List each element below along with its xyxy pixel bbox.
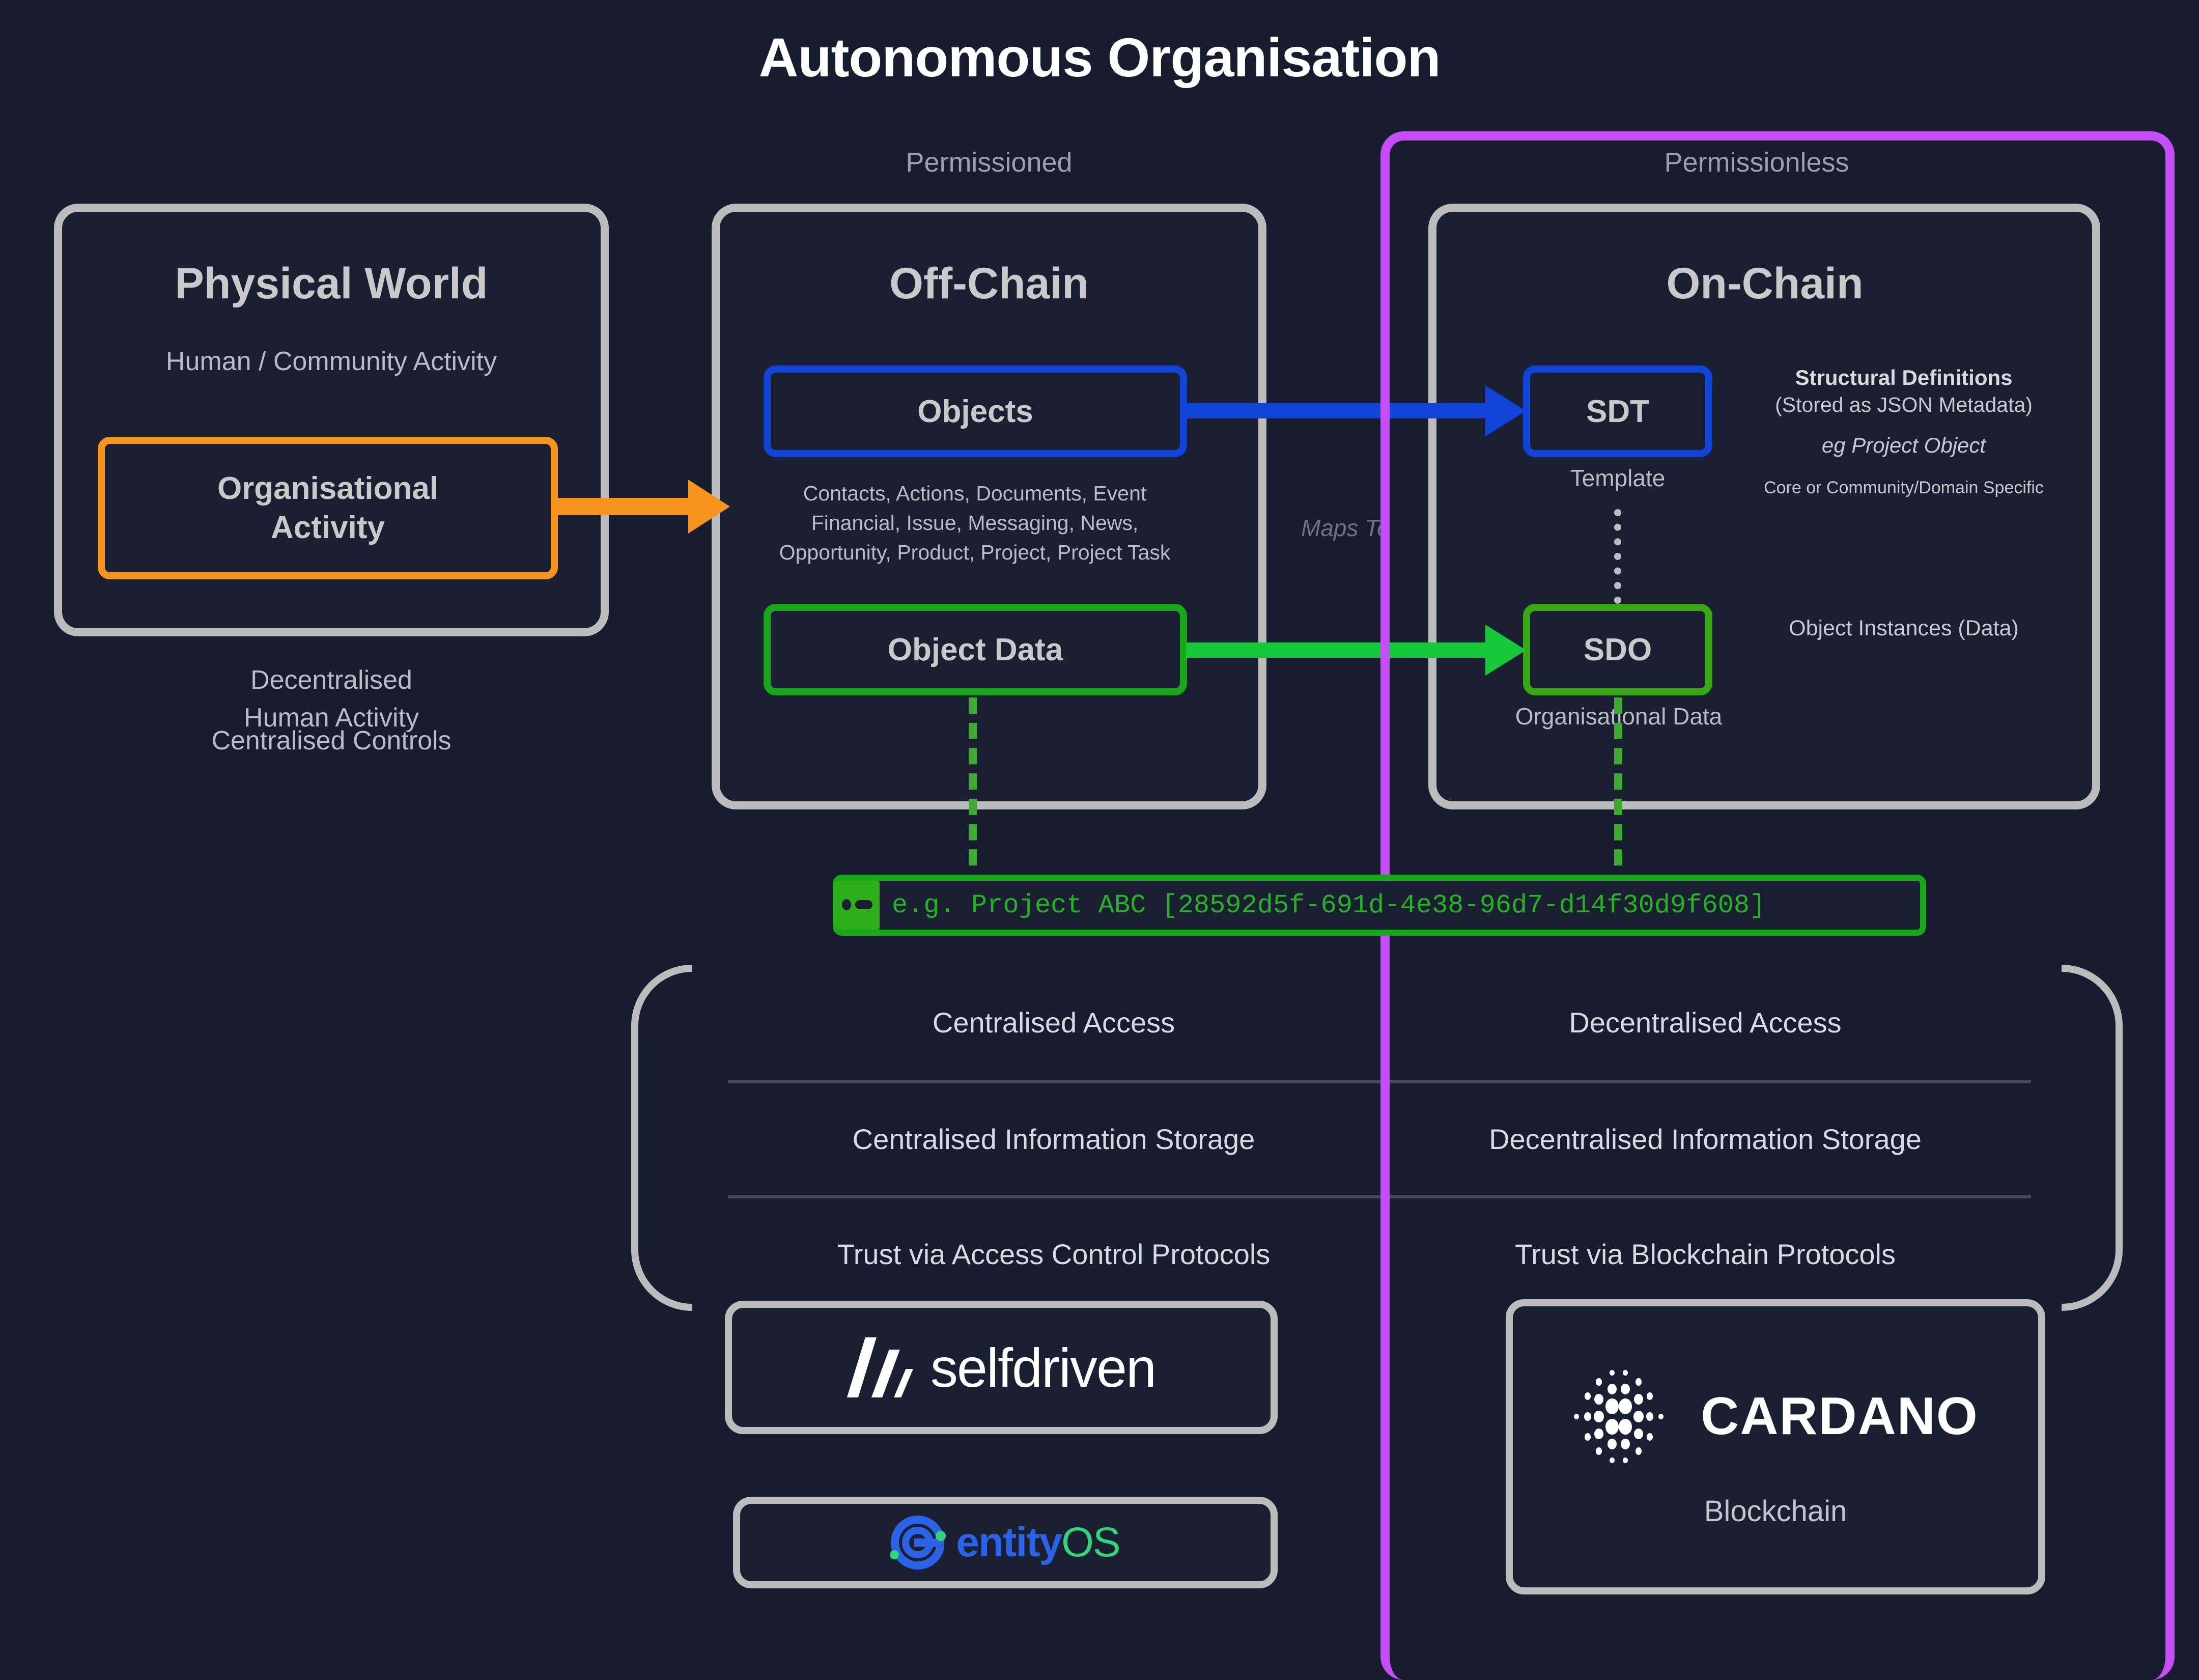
cardano-mark-icon xyxy=(1572,1366,1674,1468)
selfdriven-mark-icon xyxy=(847,1337,913,1397)
sdt-caption: Template xyxy=(1570,465,1666,491)
object-instances-text: Object Instances (Data) xyxy=(1789,616,2019,640)
bracket-right-icon xyxy=(2062,965,2123,1311)
arrow-objectdata-to-sdo-head-icon xyxy=(1485,625,1526,676)
dashed-connector-sdo-codebar xyxy=(1614,697,1622,891)
logo-card-entityos: entityOS xyxy=(733,1497,1278,1588)
bracket-left-icon xyxy=(631,965,692,1311)
organisational-activity-box: Organisational Activity xyxy=(98,437,558,579)
comparison-cell-left: Trust via Access Control Protocols xyxy=(837,1238,1271,1270)
organisational-activity-label: Organisational Activity xyxy=(217,470,439,546)
structural-definitions-stored: (Stored as JSON Metadata) xyxy=(1775,393,2033,416)
panel-on-chain: On-Chain xyxy=(1428,204,2100,809)
physical-world-title: Physical World xyxy=(175,259,488,308)
off-chain-title: Off-Chain xyxy=(889,259,1089,308)
decentralised-human-activity-text: Decentralised Human Activity xyxy=(244,665,419,733)
sdt-box: SDT xyxy=(1523,366,1712,457)
table-row: Centralised Information Storage Decentra… xyxy=(728,1080,2031,1195)
maps-to-label: Maps To xyxy=(1301,515,1390,541)
on-chain-title: On-Chain xyxy=(1666,259,1864,308)
terminal-icon xyxy=(833,881,880,930)
arrow-objects-to-sdt-line xyxy=(1186,403,1497,418)
comparison-cell-right: Decentralised Access xyxy=(1569,1006,1842,1039)
object-data-label: Object Data xyxy=(887,632,1063,667)
dashed-connector-objectdata-codebar xyxy=(969,697,977,891)
comparison-cell-right: Trust via Blockchain Protocols xyxy=(1515,1238,1896,1270)
structural-definitions-scope: Core or Community/Domain Specific xyxy=(1764,478,2044,497)
centralised-controls-text: Centralised Controls xyxy=(211,726,452,755)
structural-definitions-example: eg Project Object xyxy=(1821,433,1986,457)
sdo-label: SDO xyxy=(1583,632,1652,667)
cardano-wordmark: CARDANO xyxy=(1701,1387,1979,1446)
comparison-cell-left: Centralised Information Storage xyxy=(852,1123,1255,1155)
comparison-table: Centralised Access Decentralised Access … xyxy=(631,965,2123,1311)
objects-list-text: Contacts, Actions, Documents, Event Fina… xyxy=(779,482,1171,565)
example-instance-text: e.g. Project ABC [28592d5f-691d-4e38-96d… xyxy=(892,890,1766,920)
panel-off-chain: Off-Chain xyxy=(712,204,1266,809)
arrow-objectdata-to-sdo-line xyxy=(1186,642,1497,658)
entityos-mark-icon xyxy=(890,1516,946,1570)
arrow-physical-to-offchain-line xyxy=(558,498,692,515)
cardano-caption: Blockchain xyxy=(1704,1494,1847,1528)
object-data-box: Object Data xyxy=(764,604,1187,695)
dotted-connector-sdt-sdo xyxy=(1614,509,1621,604)
structural-definitions-heading: Structural Definitions xyxy=(1795,366,2013,389)
sdt-label: SDT xyxy=(1586,394,1649,429)
objects-label: Objects xyxy=(917,394,1033,429)
zone-label-permissionless: Permissionless xyxy=(1664,147,1849,178)
page-title: Autonomous Organisation xyxy=(758,26,1441,88)
logo-card-selfdriven: selfdriven xyxy=(725,1301,1278,1434)
comparison-cell-right: Decentralised Information Storage xyxy=(1489,1123,1922,1155)
objects-box: Objects xyxy=(764,366,1187,457)
sdo-box: SDO xyxy=(1523,604,1712,695)
table-row: Centralised Access Decentralised Access xyxy=(728,965,2031,1080)
example-instance-bar: e.g. Project ABC [28592d5f-691d-4e38-96d… xyxy=(833,875,1926,936)
logo-card-cardano: CARDANO Blockchain xyxy=(1506,1299,2045,1594)
arrow-objects-to-sdt-head-icon xyxy=(1485,385,1526,436)
selfdriven-wordmark: selfdriven xyxy=(930,1336,1157,1398)
zone-label-permissioned: Permissioned xyxy=(906,147,1073,178)
physical-world-subtitle: Human / Community Activity xyxy=(165,347,497,376)
table-row: Trust via Access Control Protocols Trust… xyxy=(728,1195,2031,1310)
entityos-wordmark-entity: entity xyxy=(956,1519,1062,1565)
structural-definitions-block: Structural Definitions (Stored as JSON M… xyxy=(1726,366,2082,498)
comparison-cell-left: Centralised Access xyxy=(932,1006,1175,1039)
arrow-physical-to-offchain-head-icon xyxy=(688,480,730,534)
entityos-wordmark-os: OS xyxy=(1061,1519,1120,1565)
